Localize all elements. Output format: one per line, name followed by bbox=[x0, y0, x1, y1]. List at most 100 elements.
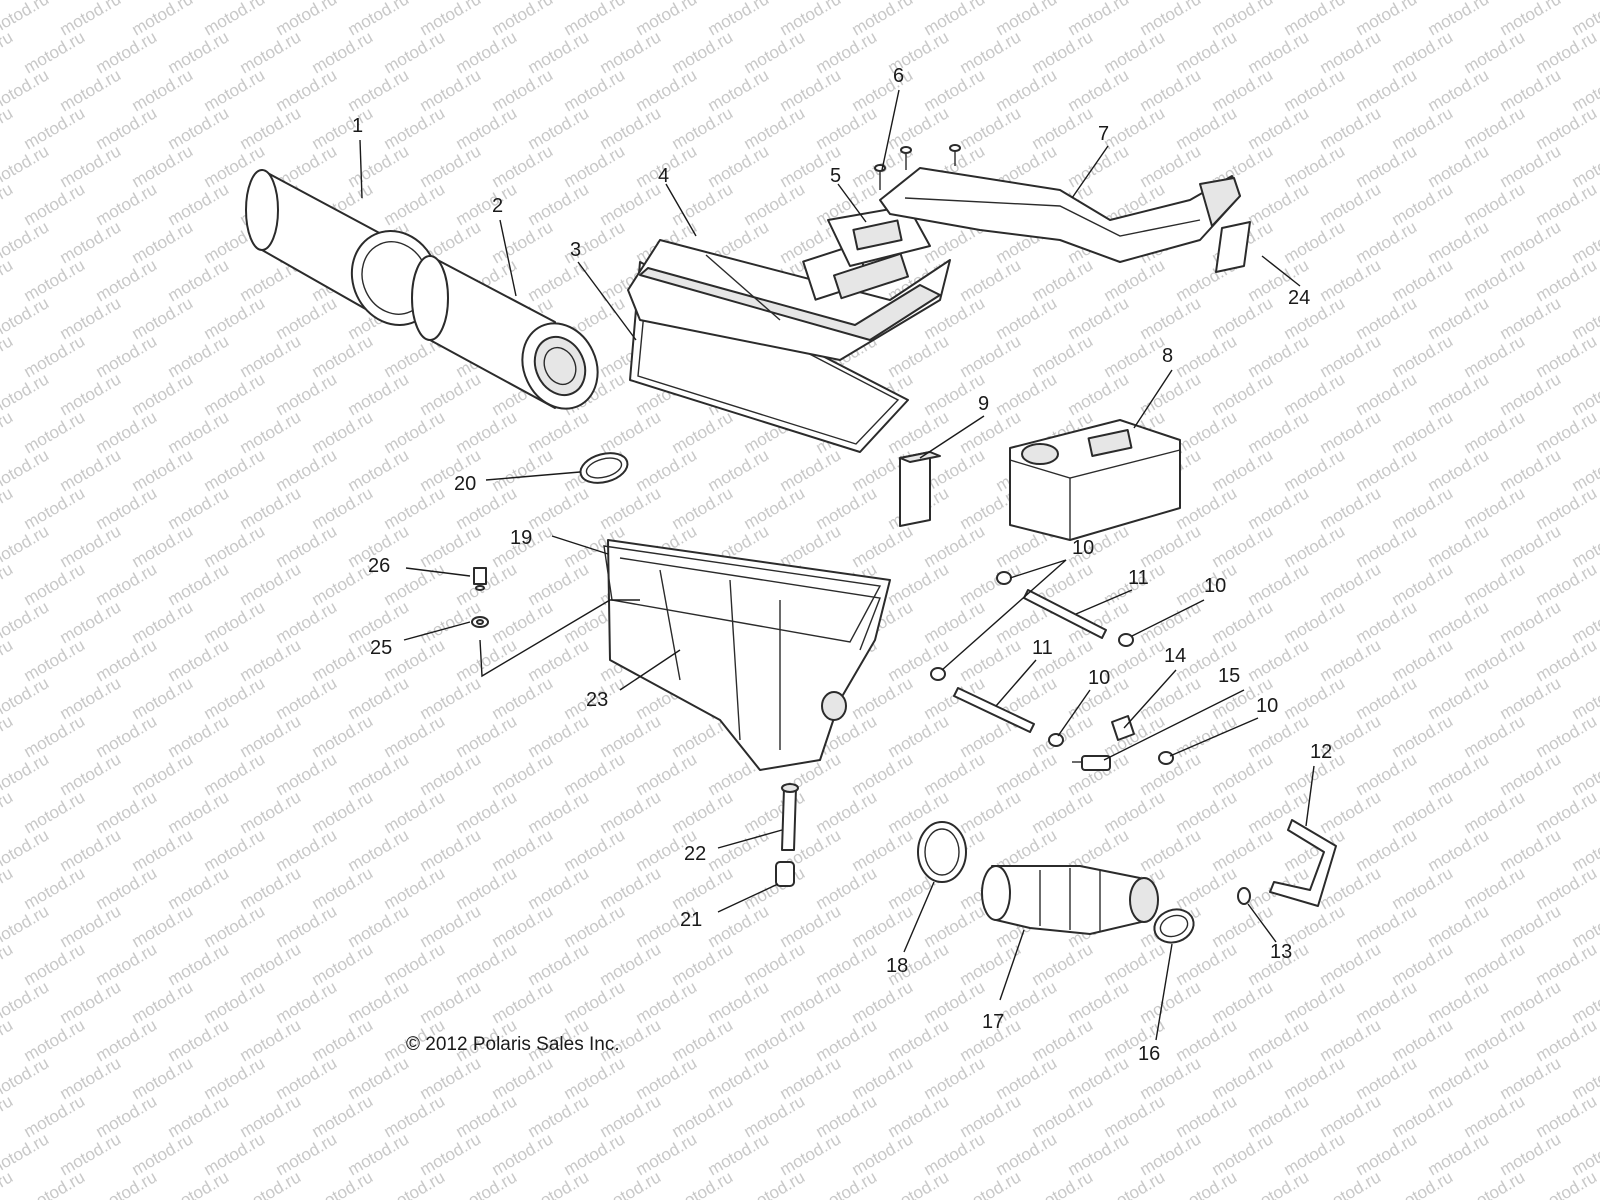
watermark-text: motod.ru bbox=[1173, 863, 1241, 913]
watermark-text: motod.ru bbox=[165, 1091, 233, 1141]
watermark-text: motod.ru bbox=[705, 65, 773, 115]
watermark-text: motod.ru bbox=[1245, 331, 1313, 381]
watermark-text: motod.ru bbox=[561, 65, 629, 115]
watermark-text: motod.ru bbox=[525, 787, 593, 837]
watermark-text: motod.ru bbox=[0, 1015, 16, 1065]
watermark-text: motod.ru bbox=[57, 1129, 125, 1179]
watermark-text: motod.ru bbox=[237, 103, 305, 153]
watermark-text: motod.ru bbox=[597, 407, 665, 457]
watermark-text: motod.ru bbox=[489, 673, 557, 723]
watermark-text: motod.ru bbox=[1533, 1091, 1600, 1141]
watermark-text: motod.ru bbox=[201, 1053, 269, 1103]
watermark-text: motod.ru bbox=[1029, 787, 1097, 837]
watermark-text: motod.ru bbox=[1245, 1091, 1313, 1141]
watermark-text: motod.ru bbox=[1461, 179, 1529, 229]
watermark-text: motod.ru bbox=[0, 255, 16, 305]
watermark-text: motod.ru bbox=[1461, 407, 1529, 457]
watermark-text: motod.ru bbox=[1533, 787, 1600, 837]
watermark-text: motod.ru bbox=[345, 749, 413, 799]
watermark-text: motod.ru bbox=[417, 977, 485, 1027]
watermark-text: motod.ru bbox=[129, 673, 197, 723]
watermark-text: motod.ru bbox=[0, 559, 16, 609]
watermark-text: motod.ru bbox=[1209, 597, 1277, 647]
watermark-text: motod.ru bbox=[777, 1129, 845, 1179]
watermark-text: motod.ru bbox=[129, 977, 197, 1027]
callout-labels: 1 2 3 4 5 6 7 8 9 10 10 10 10 10 11 11 1… bbox=[352, 65, 1332, 1065]
part-20-hose-clamp bbox=[579, 452, 629, 484]
watermark-text: motod.ru bbox=[1173, 103, 1241, 153]
watermark-text: motod.ru bbox=[57, 749, 125, 799]
watermark-text: motod.ru bbox=[1137, 521, 1205, 571]
watermark-text: motod.ru bbox=[1101, 27, 1169, 77]
watermark-text: motod.ru bbox=[1497, 217, 1565, 267]
watermark-text: motod.ru bbox=[1137, 673, 1205, 723]
callout-22: 22 bbox=[684, 843, 706, 865]
watermark-text: motod.ru bbox=[93, 179, 161, 229]
watermark-text: motod.ru bbox=[345, 901, 413, 951]
watermark-text: motod.ru bbox=[417, 673, 485, 723]
callout-6: 6 bbox=[893, 65, 904, 87]
watermark-text: motod.ru bbox=[1461, 255, 1529, 305]
watermark-text: motod.ru bbox=[885, 559, 953, 609]
watermark-text: motod.ru bbox=[129, 1053, 197, 1103]
watermark-text: motod.ru bbox=[417, 1053, 485, 1103]
watermark-text: motod.ru bbox=[0, 1091, 16, 1141]
watermark-text: motod.ru bbox=[1497, 749, 1565, 799]
watermark-text: motod.ru bbox=[0, 103, 16, 153]
watermark-text: motod.ru bbox=[165, 787, 233, 837]
watermark-text: motod.ru bbox=[309, 559, 377, 609]
watermark-text: motod.ru bbox=[1281, 65, 1349, 115]
watermark-text: motod.ru bbox=[1173, 407, 1241, 457]
watermark-text: motod.ru bbox=[129, 445, 197, 495]
watermark-text: motod.ru bbox=[525, 179, 593, 229]
watermark-text: motod.ru bbox=[129, 369, 197, 419]
watermark-text: motod.ru bbox=[237, 1015, 305, 1065]
watermark-text: motod.ru bbox=[1389, 331, 1457, 381]
watermark-text: motod.ru bbox=[57, 977, 125, 1027]
watermark-text: motod.ru bbox=[1101, 255, 1169, 305]
watermark-text: motod.ru bbox=[1029, 1015, 1097, 1065]
watermark-text: motod.ru bbox=[489, 977, 557, 1027]
watermark-text: motod.ru bbox=[237, 559, 305, 609]
watermark-text: motod.ru bbox=[885, 711, 953, 761]
watermark-text: motod.ru bbox=[777, 65, 845, 115]
watermark-text: motod.ru bbox=[561, 141, 629, 191]
watermark-text: motod.ru bbox=[1497, 901, 1565, 951]
watermark-text: motod.ru bbox=[1029, 255, 1097, 305]
watermark-text: motod.ru bbox=[381, 1091, 449, 1141]
watermark-text: motod.ru bbox=[921, 977, 989, 1027]
watermark-text: motod.ru bbox=[1425, 825, 1493, 875]
watermark-text: motod.ru bbox=[237, 1091, 305, 1141]
watermark-text: motod.ru bbox=[165, 255, 233, 305]
watermark-text: motod.ru bbox=[129, 901, 197, 951]
watermark-text: motod.ru bbox=[0, 939, 16, 989]
callout-11a: 11 bbox=[1128, 567, 1149, 589]
watermark-text: motod.ru bbox=[849, 749, 917, 799]
callout-2: 2 bbox=[492, 195, 503, 217]
watermark-text: motod.ru bbox=[1209, 1053, 1277, 1103]
watermark-text: motod.ru bbox=[885, 331, 953, 381]
watermark-text: motod.ru bbox=[129, 141, 197, 191]
watermark-text: motod.ru bbox=[1389, 939, 1457, 989]
watermark-text: motod.ru bbox=[1389, 635, 1457, 685]
watermark-text: motod.ru bbox=[1173, 711, 1241, 761]
watermark-text: motod.ru bbox=[129, 1129, 197, 1179]
watermark-text: motod.ru bbox=[309, 635, 377, 685]
watermark-text: motod.ru bbox=[633, 1053, 701, 1103]
watermark-text: motod.ru bbox=[273, 977, 341, 1027]
watermark-text: motod.ru bbox=[165, 1015, 233, 1065]
watermark-text: motod.ru bbox=[381, 483, 449, 533]
watermark-text: motod.ru bbox=[417, 369, 485, 419]
watermark-text: motod.ru bbox=[1533, 255, 1600, 305]
watermark-text: motod.ru bbox=[1317, 635, 1385, 685]
watermark-text: motod.ru bbox=[561, 1053, 629, 1103]
watermark-text: motod.ru bbox=[777, 1053, 845, 1103]
watermark-text: motod.ru bbox=[669, 103, 737, 153]
part-10-clamp bbox=[996, 571, 1012, 585]
watermark-text: motod.ru bbox=[1317, 559, 1385, 609]
watermark-text: motod.ru bbox=[1317, 1167, 1385, 1200]
watermark-text: motod.ru bbox=[237, 407, 305, 457]
watermark-text: motod.ru bbox=[0, 711, 16, 761]
watermark-text: motod.ru bbox=[165, 483, 233, 533]
watermark-text: motod.ru bbox=[1317, 179, 1385, 229]
